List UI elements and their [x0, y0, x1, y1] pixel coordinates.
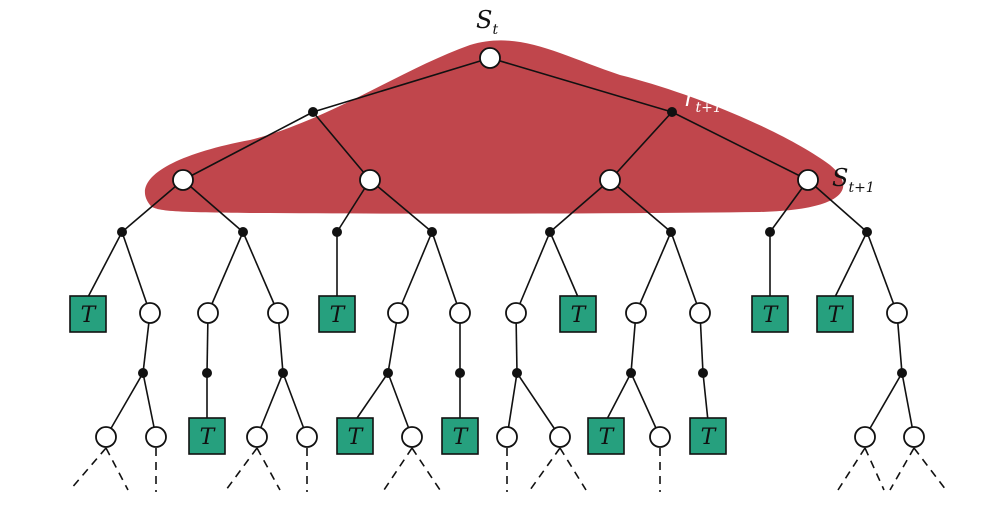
action-node [512, 368, 522, 378]
root-state-node [479, 47, 501, 69]
svg-text:T: T [453, 425, 470, 450]
state-node [197, 302, 219, 324]
terminal-nodes: T T T T T T T T T T [69, 295, 854, 455]
terminal-node: T [188, 417, 226, 455]
backup-region [144, 40, 844, 214]
terminal-node: T [559, 295, 597, 333]
action-node [332, 227, 342, 237]
state-node [267, 302, 289, 324]
action-node [117, 227, 127, 237]
svg-text:T: T [348, 425, 365, 450]
reward-label: rt+1 [684, 84, 722, 116]
terminal-node: T [689, 417, 727, 455]
state-node [886, 302, 908, 324]
svg-text:T: T [330, 303, 347, 328]
continuation-dashes [69, 447, 947, 492]
state-node [649, 426, 671, 448]
terminal-node: T [587, 417, 625, 455]
state-node [359, 169, 381, 191]
action-node [667, 107, 677, 117]
next-state-node [797, 169, 819, 191]
action-node [666, 227, 676, 237]
action-node [308, 107, 318, 117]
terminal-node: T [318, 295, 356, 333]
terminal-node: T [816, 295, 854, 333]
action-nodes [117, 107, 907, 378]
state-node [496, 426, 518, 448]
state-node [296, 426, 318, 448]
terminal-node: T [441, 417, 479, 455]
action-node [626, 368, 636, 378]
state-node [625, 302, 647, 324]
terminal-node: T [751, 295, 789, 333]
terminal-node: T [336, 417, 374, 455]
tree-edges [87, 57, 915, 438]
root-state-label: St [476, 6, 498, 38]
action-node [765, 227, 775, 237]
state-node [95, 426, 117, 448]
action-node [897, 368, 907, 378]
state-node [172, 169, 194, 191]
action-node [455, 368, 465, 378]
state-node [854, 426, 876, 448]
state-nodes [95, 47, 925, 448]
svg-text:T: T [701, 425, 718, 450]
state-node [549, 426, 571, 448]
state-node [449, 302, 471, 324]
action-node [383, 368, 393, 378]
action-node [427, 227, 437, 237]
state-node [139, 302, 161, 324]
action-node [545, 227, 555, 237]
svg-text:T: T [599, 425, 616, 450]
state-node [689, 302, 711, 324]
action-node [202, 368, 212, 378]
state-node [401, 426, 423, 448]
state-node [903, 426, 925, 448]
state-node [145, 426, 167, 448]
svg-text:T: T [763, 303, 780, 328]
terminal-node: T [69, 295, 107, 333]
state-node [599, 169, 621, 191]
next-state-label: St+1 [832, 164, 875, 196]
svg-text:T: T [571, 303, 588, 328]
svg-text:T: T [81, 303, 98, 328]
action-node [138, 368, 148, 378]
svg-text:T: T [828, 303, 845, 328]
action-node [862, 227, 872, 237]
state-node [387, 302, 409, 324]
action-node [698, 368, 708, 378]
action-node [238, 227, 248, 237]
state-node [505, 302, 527, 324]
state-node [246, 426, 268, 448]
svg-text:T: T [200, 425, 217, 450]
action-node [278, 368, 288, 378]
